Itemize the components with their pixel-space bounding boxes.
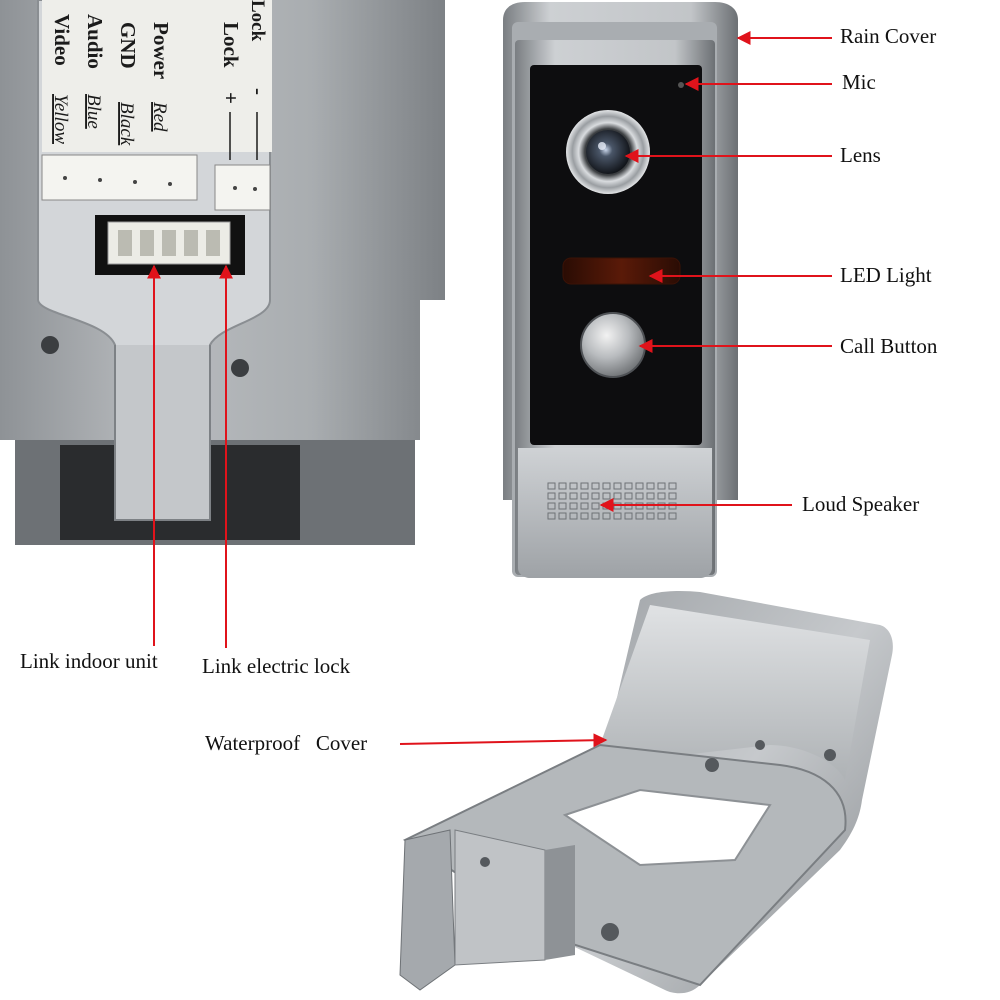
unit-front-view (503, 2, 738, 578)
callout-waterproof-cover: Waterproof Cover (205, 731, 368, 755)
callout-call-button: Call Button (840, 334, 938, 358)
speaker-grille-hole (657, 482, 666, 490)
speaker-grille-hole (602, 482, 611, 490)
speaker-grille-hole (591, 512, 600, 520)
sticker-lock-label-top: Lock (247, 0, 268, 42)
speaker-grille-hole (580, 502, 589, 510)
sticker-row-audio-color: Blue (83, 94, 104, 129)
speaker-grille-hole (580, 512, 589, 520)
speaker-grille-hole (558, 492, 567, 500)
speaker-grille-hole (624, 492, 633, 500)
sticker-row-gnd: GND (116, 22, 140, 69)
speaker-grille-hole (569, 482, 578, 490)
callout-link-electric-lock: Link electric lock (202, 654, 351, 678)
sticker-row-video-color: Yellow (50, 94, 71, 144)
speaker-grille-hole (668, 482, 677, 490)
callout-led-light: LED Light (840, 263, 932, 287)
speaker-grille-hole (591, 492, 600, 500)
sticker-row-gnd-color: Black (116, 102, 137, 146)
speaker-grille-hole (668, 512, 677, 520)
speaker-grille-hole (668, 492, 677, 500)
speaker-grille-hole (591, 482, 600, 490)
speaker-grille-hole (602, 512, 611, 520)
speaker-grille-hole (547, 502, 556, 510)
speaker-grille-hole (624, 512, 633, 520)
speaker-grille-hole (635, 512, 644, 520)
callout-rain-cover: Rain Cover (840, 24, 937, 48)
sticker-lock-plus: + (219, 92, 243, 104)
callout-arrows (147, 31, 832, 748)
sticker-row-video: Video (50, 14, 74, 66)
callout-loud-speaker: Loud Speaker (802, 492, 920, 516)
speaker-grille-hole (558, 512, 567, 520)
speaker-grille-hole (613, 482, 622, 490)
speaker-grille-hole (635, 492, 644, 500)
callout-mic: Mic (842, 70, 876, 94)
speaker-grille-hole (580, 492, 589, 500)
speaker-grille-hole (547, 492, 556, 500)
speaker-grille-hole (547, 512, 556, 520)
sticker-row-audio: Audio (83, 14, 107, 69)
speaker-grille-hole (558, 482, 567, 490)
speaker-grille-hole (635, 482, 644, 490)
waterproof-cover-view (399, 590, 893, 994)
speaker-grille-hole (613, 512, 622, 520)
speaker-grille-hole (591, 502, 600, 510)
sticker-lock-minus: - (247, 88, 271, 95)
speaker-grille-hole (580, 482, 589, 490)
speaker-grille-hole (646, 482, 655, 490)
speaker-grille-hole (624, 482, 633, 490)
speaker-grille-hole (646, 512, 655, 520)
sticker-row-power-color: Red (149, 101, 170, 132)
unit-back-view (0, 0, 445, 545)
callout-link-indoor-unit: Link indoor unit (20, 649, 158, 673)
sticker-lock-label: Lock (219, 22, 243, 68)
speaker-grille-hole (558, 502, 567, 510)
arrow-waterproof-cover (399, 733, 608, 748)
callout-lens: Lens (840, 143, 881, 167)
sticker-row-power: Power (149, 22, 173, 79)
speaker-grille-hole (569, 502, 578, 510)
speaker-grille-hole (547, 482, 556, 490)
speaker-grille-hole (646, 492, 655, 500)
speaker-grille-hole (613, 492, 622, 500)
speaker-grille-hole (569, 512, 578, 520)
terminal-sticker: Video Yellow Audio Blue GND Black Power … (50, 0, 271, 146)
speaker-grille-hole (657, 512, 666, 520)
speaker-grille-hole (657, 492, 666, 500)
speaker-grille-hole (569, 492, 578, 500)
